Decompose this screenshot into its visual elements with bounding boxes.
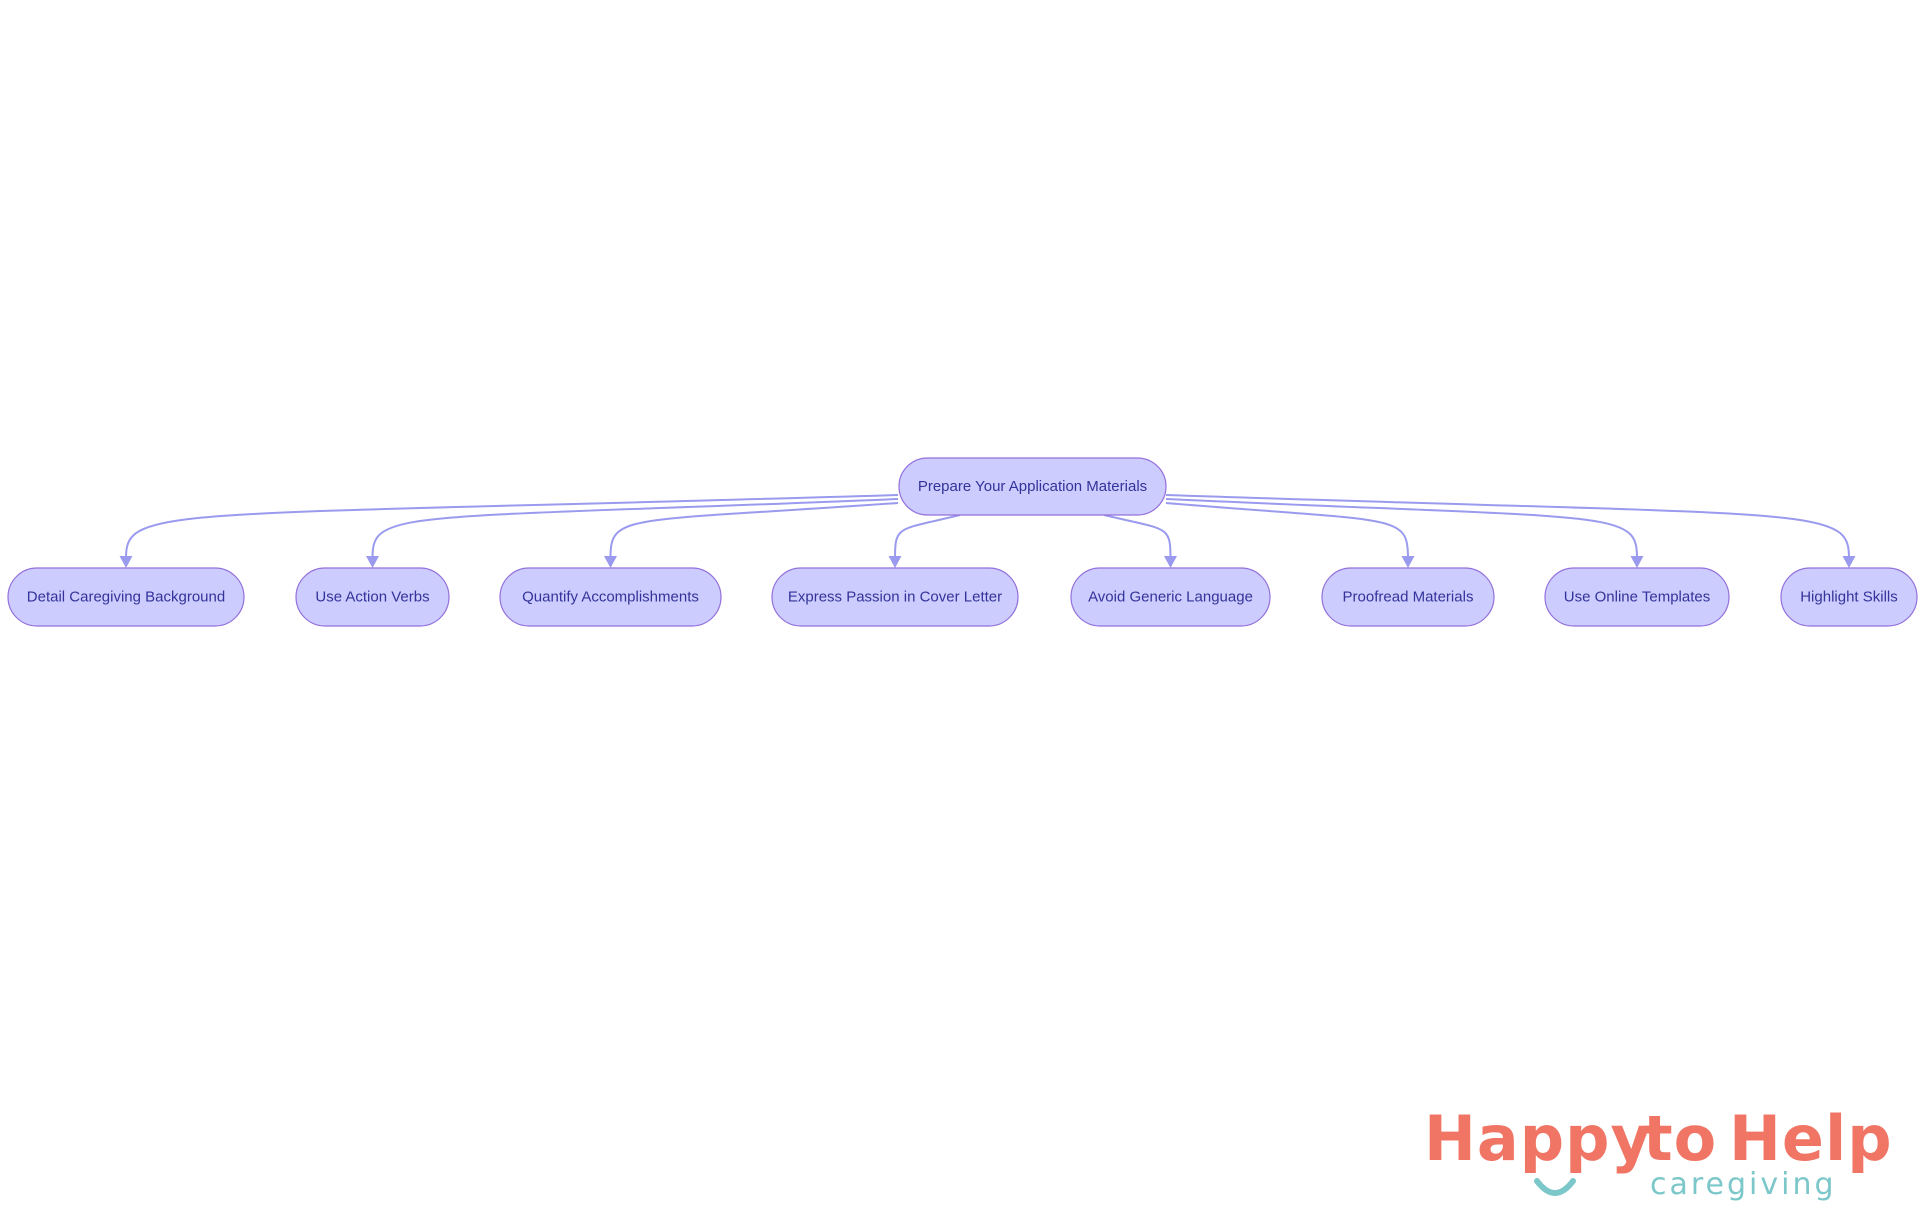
arrowhead-icon <box>1401 556 1415 568</box>
edge-root-to-child-3 <box>604 502 899 568</box>
arrowhead-icon <box>119 556 133 568</box>
edge-line <box>1165 498 1638 559</box>
child-node-label: Quantify Accomplishments <box>522 589 699 606</box>
edge-root-to-child-2 <box>366 498 899 568</box>
edge-line <box>1165 502 1409 559</box>
child-node-detail-caregiving-background: Detail Caregiving Background <box>7 567 245 627</box>
logo-word-happy: Happy <box>1424 1102 1652 1175</box>
edge-line <box>371 498 899 559</box>
edge-line <box>609 502 899 559</box>
logo-word-to: to <box>1643 1102 1718 1175</box>
child-node-label: Proofread Materials <box>1343 589 1474 606</box>
child-node-highlight-skills: Highlight Skills <box>1780 567 1918 627</box>
arrowhead-icon <box>1630 556 1644 568</box>
child-node-label: Highlight Skills <box>1800 589 1898 606</box>
edge-line <box>1103 514 1172 559</box>
arrowhead-icon <box>888 556 902 568</box>
child-node-label: Use Action Verbs <box>315 589 429 606</box>
edges-layer <box>119 494 1856 568</box>
arrowhead-icon <box>604 556 617 568</box>
child-node-avoid-generic-language: Avoid Generic Language <box>1070 567 1271 627</box>
smile-icon <box>1534 1178 1576 1196</box>
child-node-quantify-accomplishments: Quantify Accomplishments <box>499 567 722 627</box>
edge-line <box>894 514 961 559</box>
child-node-label: Express Passion in Cover Letter <box>788 589 1002 606</box>
child-node-proofread-materials: Proofread Materials <box>1321 567 1495 627</box>
root-node-label: Prepare Your Application Materials <box>918 478 1147 495</box>
edge-line <box>125 494 899 559</box>
edge-root-to-child-1 <box>119 494 899 568</box>
edge-line <box>1165 494 1850 559</box>
child-node-label: Detail Caregiving Background <box>27 589 225 606</box>
child-node-use-online-templates: Use Online Templates <box>1544 567 1730 627</box>
root-node: Prepare Your Application Materials <box>898 457 1167 516</box>
edge-root-to-child-4 <box>888 514 961 568</box>
logo-tagline: caregiving <box>1650 1167 1837 1202</box>
child-node-express-passion-in-cover-letter: Express Passion in Cover Letter <box>771 567 1019 627</box>
logo-word-help: Help <box>1729 1102 1893 1175</box>
child-node-label: Use Online Templates <box>1564 589 1710 606</box>
happy-to-help-logo: Happy to Help caregiving <box>1418 1100 1892 1210</box>
edge-root-to-child-5 <box>1103 514 1177 568</box>
arrowhead-icon <box>366 556 379 568</box>
edge-root-to-child-7 <box>1165 498 1644 568</box>
child-node-label: Avoid Generic Language <box>1088 589 1253 606</box>
edge-root-to-child-8 <box>1165 494 1856 568</box>
arrowhead-icon <box>1842 556 1856 568</box>
child-node-use-action-verbs: Use Action Verbs <box>295 567 450 627</box>
arrowhead-icon <box>1164 556 1177 568</box>
edge-root-to-child-6 <box>1165 502 1415 568</box>
